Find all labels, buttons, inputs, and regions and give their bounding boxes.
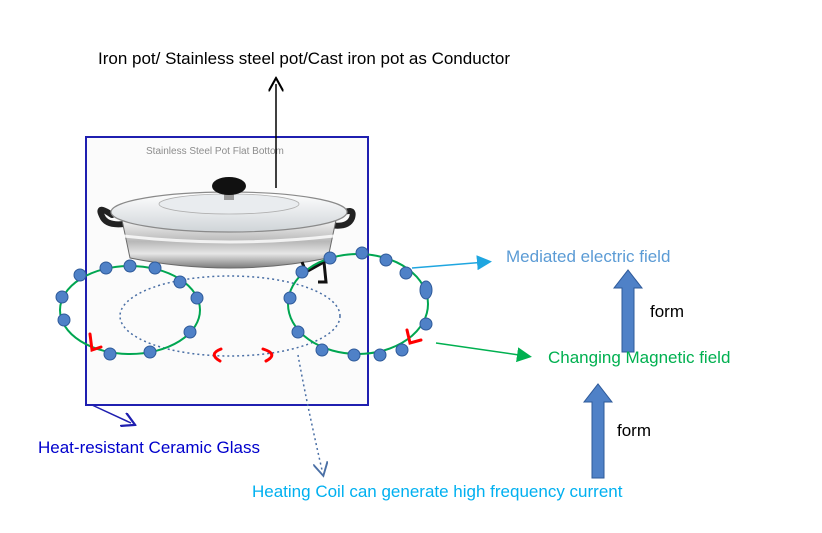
magnetic-field-label: Changing Magnetic field [548,348,731,367]
coil-dot [148,261,162,275]
coil-dot [103,347,117,361]
ceramic-glass-frame [85,136,369,406]
form-upper-block-arrow [612,269,644,353]
electric-field-label: Mediated electric field [506,247,671,266]
coil-dot [379,253,393,267]
photo-caption: Stainless Steel Pot Flat Bottom [146,146,284,157]
magnetic-field-arrow [435,342,532,363]
coil-dot [99,261,113,275]
coil-dot [183,325,197,339]
form-upper-label: form [650,302,684,321]
coil-dot [57,313,71,327]
coil-dot [419,317,433,331]
current-arrow [212,347,223,363]
coil-dot [419,280,433,300]
coil-dot [355,246,369,260]
coil-dot [399,266,413,280]
ceramic-glass-arrow [91,404,131,423]
ceramic-glass-label: Heat-resistant Ceramic Glass [38,438,261,457]
left-loop-dots [55,259,204,361]
current-arrow [405,328,423,345]
heating-coil-arrow [297,354,322,470]
form-lower-block-arrow [582,383,614,479]
coil-dot [347,348,361,362]
coil-dot [323,251,337,265]
right-loop-dots [283,246,433,362]
coil-dot [373,348,387,362]
coil-dot [395,343,409,357]
coil-dot [143,345,157,359]
coil-dot [291,325,305,339]
coil-dot [173,275,187,289]
coil-dot [123,259,137,273]
heating-coil-dotted-loop [119,275,341,357]
form-lower-label: form [617,421,651,440]
current-arrow [88,332,103,353]
coil-dot [315,343,329,357]
current-arrow [261,347,274,363]
coil-dot [283,291,297,305]
conductor-title: Iron pot/ Stainless steel pot/Cast iron … [98,49,511,68]
current-direction-arrows [88,328,423,363]
electric-field-arrow [411,255,492,271]
coil-dot [190,291,204,305]
heating-coil-label: Heating Coil can generate high frequency… [252,482,623,501]
coil-dot [295,265,309,279]
coil-dot [55,290,69,304]
coil-dot [73,268,87,282]
stainless-pot-image [97,177,356,284]
